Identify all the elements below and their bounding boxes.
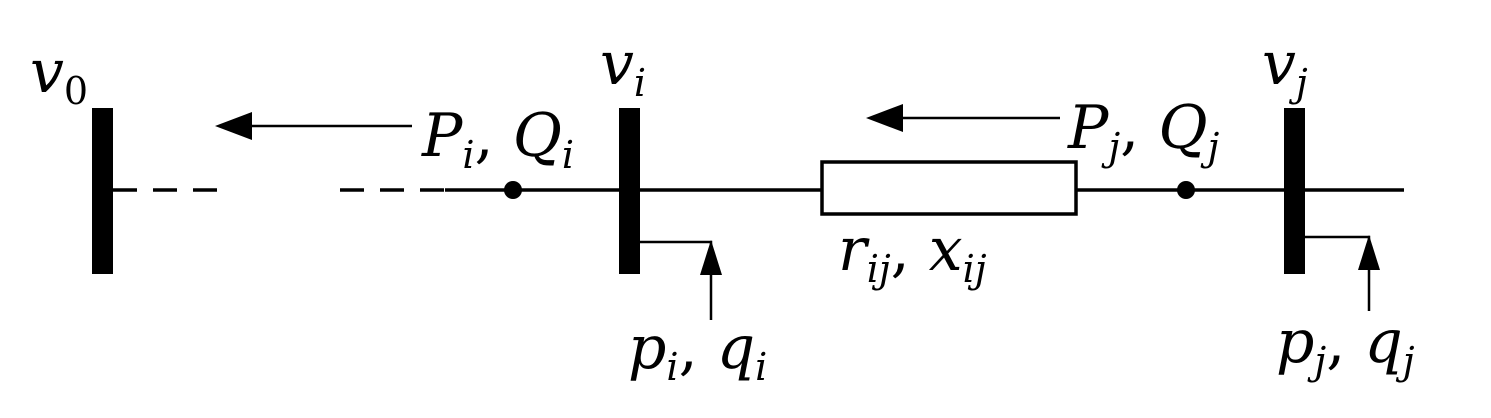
label-vj: vj	[1262, 29, 1308, 105]
bus-vi	[619, 108, 640, 274]
label-vi: vi	[600, 29, 646, 105]
impedance-box	[820, 160, 1078, 216]
bus-v0	[92, 108, 113, 274]
label-v0: v0	[30, 37, 88, 113]
node-dot-j	[1177, 181, 1195, 199]
injection-arrows	[640, 235, 1380, 320]
label-Pj-Qj: Pj, Qj	[1067, 93, 1220, 169]
label-pj-qj: pj, qj	[1276, 307, 1415, 383]
label-Pi-Qi: Pi, Qi	[421, 101, 574, 177]
label-r-x: rij, xij	[838, 215, 987, 291]
bus-vj	[1284, 108, 1305, 274]
power-flow-arrows	[215, 104, 1060, 140]
label-pi-qi: pi, qi	[628, 313, 767, 389]
node-dot-i	[504, 181, 522, 199]
